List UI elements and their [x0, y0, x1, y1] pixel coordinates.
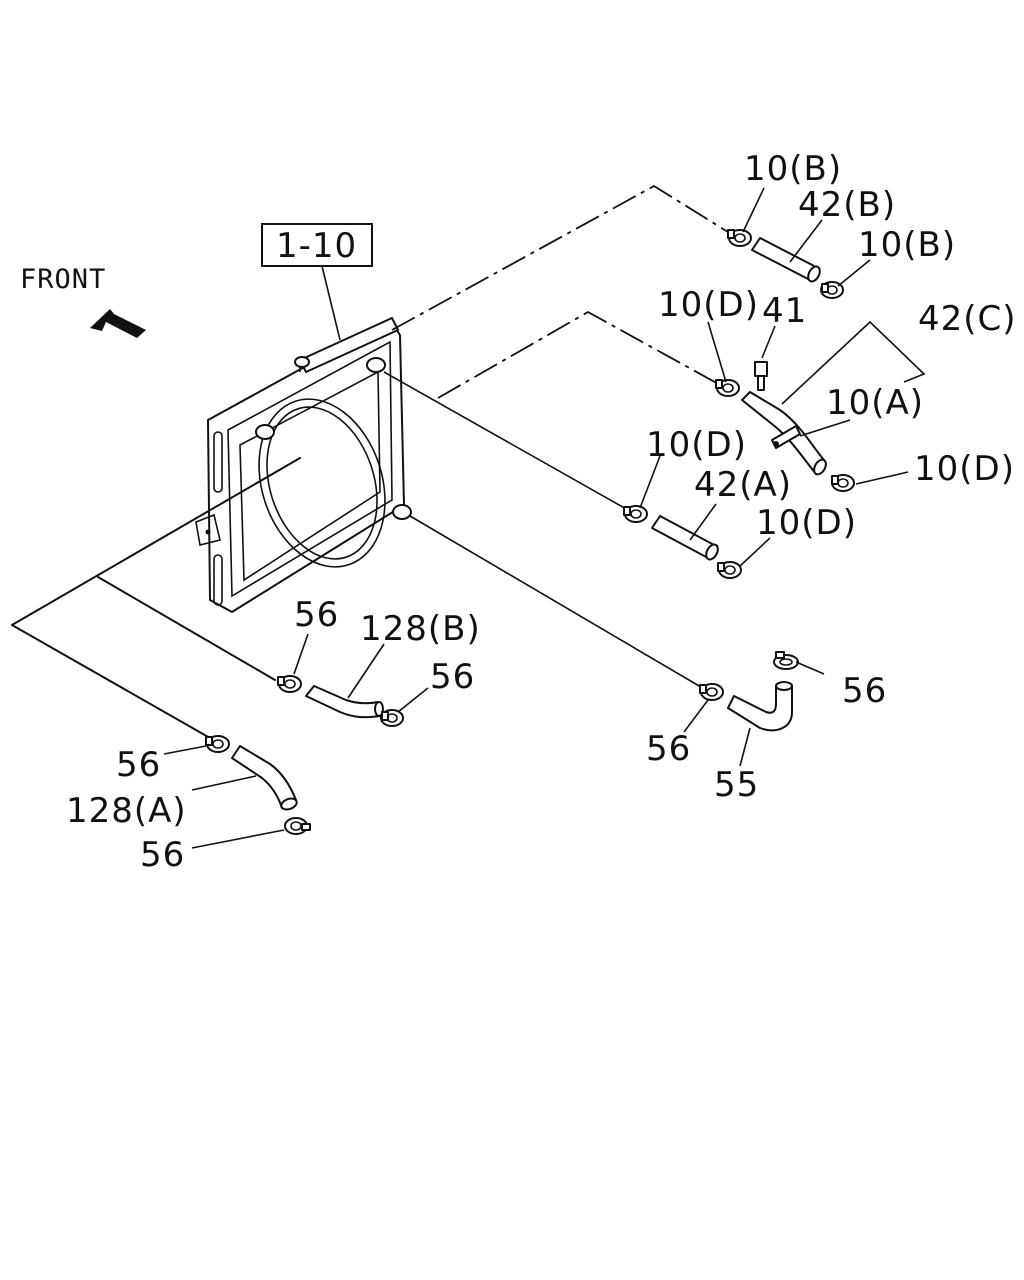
label-56-mid-left: 56	[294, 595, 339, 635]
clamp-10b-top[interactable]	[727, 229, 752, 247]
guide-line-42b	[391, 184, 729, 331]
label-42c: 42(C)	[918, 299, 1017, 339]
bolt-41[interactable]	[754, 361, 768, 391]
guide-line-42a	[383, 371, 629, 511]
guide-line-128b	[97, 576, 276, 681]
label-10d-upper: 10(D)	[658, 285, 759, 325]
clamp-10b-right[interactable]	[820, 281, 844, 299]
clamp-10d-right[interactable]	[831, 474, 855, 492]
assembly-reference-box[interactable]: 1-10	[261, 223, 373, 267]
label-42b: 42(B)	[798, 185, 896, 225]
clamp-56-right-bottom[interactable]	[699, 683, 724, 701]
label-56-mid-right: 56	[430, 657, 475, 697]
hose-42a[interactable]	[651, 515, 720, 561]
assembly-reference-label: 1-10	[276, 226, 357, 266]
clamp-56-right-top[interactable]	[773, 651, 799, 670]
label-128b: 128(B)	[360, 609, 481, 649]
label-10a: 10(A)	[826, 383, 924, 423]
label-42a: 42(A)	[694, 465, 792, 505]
label-56-right-bottom: 56	[646, 729, 691, 769]
clamp-10d-upper[interactable]	[715, 379, 740, 397]
clamp-56-left[interactable]	[205, 735, 230, 753]
hose-42b[interactable]	[751, 237, 822, 283]
clamp-10a[interactable]	[771, 425, 801, 449]
clamp-56-mid-right[interactable]	[380, 709, 404, 727]
label-10b-top: 10(B)	[744, 149, 842, 189]
label-56-bottom: 56	[140, 835, 185, 875]
label-55: 55	[714, 765, 759, 805]
label-56-right-top: 56	[842, 671, 887, 711]
label-10b-right: 10(B)	[858, 225, 956, 265]
guide-line-128a	[11, 457, 301, 739]
assembly-leader-line	[321, 265, 341, 341]
hose-128a[interactable]	[231, 745, 298, 811]
label-10d-right: 10(D)	[914, 449, 1015, 489]
label-128a: 128(A)	[66, 791, 187, 831]
clamp-56-mid-left[interactable]	[277, 675, 302, 693]
label-10d-lower: 10(D)	[756, 503, 857, 543]
label-56-left: 56	[116, 745, 161, 785]
radiator-shroud[interactable]	[195, 317, 412, 613]
clamp-10d-mid[interactable]	[623, 505, 648, 523]
guide-line-55	[409, 515, 707, 691]
leader-lines	[163, 187, 926, 849]
label-10d-mid: 10(D)	[646, 425, 747, 465]
hose-128b[interactable]	[305, 685, 384, 719]
clamp-56-bottom[interactable]	[284, 817, 311, 835]
label-41: 41	[762, 291, 807, 331]
hose-55[interactable]	[727, 681, 793, 732]
front-arrow-icon	[90, 309, 146, 338]
front-label: FRONT	[20, 264, 106, 295]
guide-line-42c	[437, 310, 723, 399]
clamp-10d-lower[interactable]	[717, 561, 742, 579]
